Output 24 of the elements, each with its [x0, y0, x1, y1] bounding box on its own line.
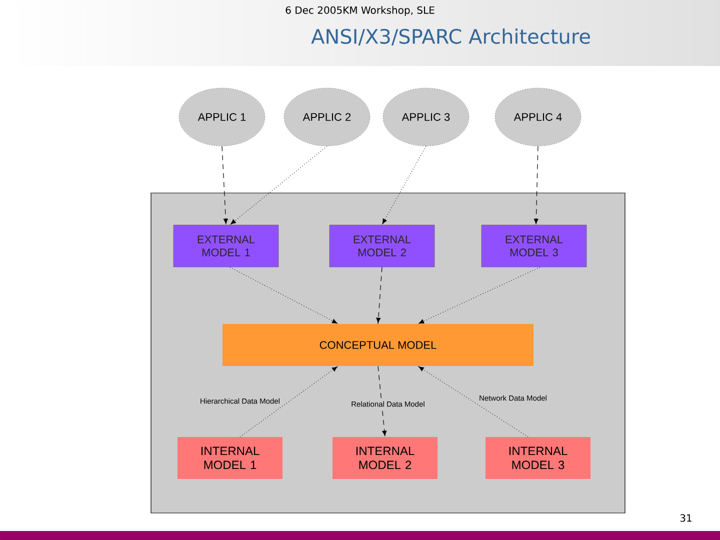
slide-title: ANSI/X3/SPARC Architecture	[311, 28, 590, 46]
ellipse-node: APPLIC 1	[178, 88, 266, 146]
ellipse-node: APPLIC 2	[284, 88, 370, 146]
process-box: CONCEPTUAL MODEL	[222, 324, 534, 366]
arrow	[230, 146, 328, 226]
date-text: 6 Dec 2005KM Workshop, SLE	[286, 6, 434, 16]
process-box: INTERNAL MODEL 2	[332, 437, 438, 479]
page-number: 31	[680, 514, 692, 522]
process-box: INTERNAL MODEL 1	[178, 437, 282, 479]
process-box: EXTERNAL MODEL 2	[329, 224, 435, 268]
process-box: EXTERNAL MODEL 1	[173, 224, 279, 268]
arrow	[534, 146, 538, 226]
process-box: INTERNAL MODEL 3	[486, 437, 590, 479]
arrow	[382, 146, 426, 226]
arrow	[378, 366, 387, 438]
arrow	[240, 366, 338, 438]
arrow	[222, 146, 228, 226]
arrow	[418, 266, 540, 324]
ellipse-node: APPLIC 3	[382, 88, 470, 146]
arrow	[418, 366, 528, 438]
arrow	[376, 266, 382, 324]
ellipse-node: APPLIC 4	[494, 88, 582, 146]
arrow	[230, 266, 338, 324]
process-box: EXTERNAL MODEL 3	[481, 224, 587, 268]
